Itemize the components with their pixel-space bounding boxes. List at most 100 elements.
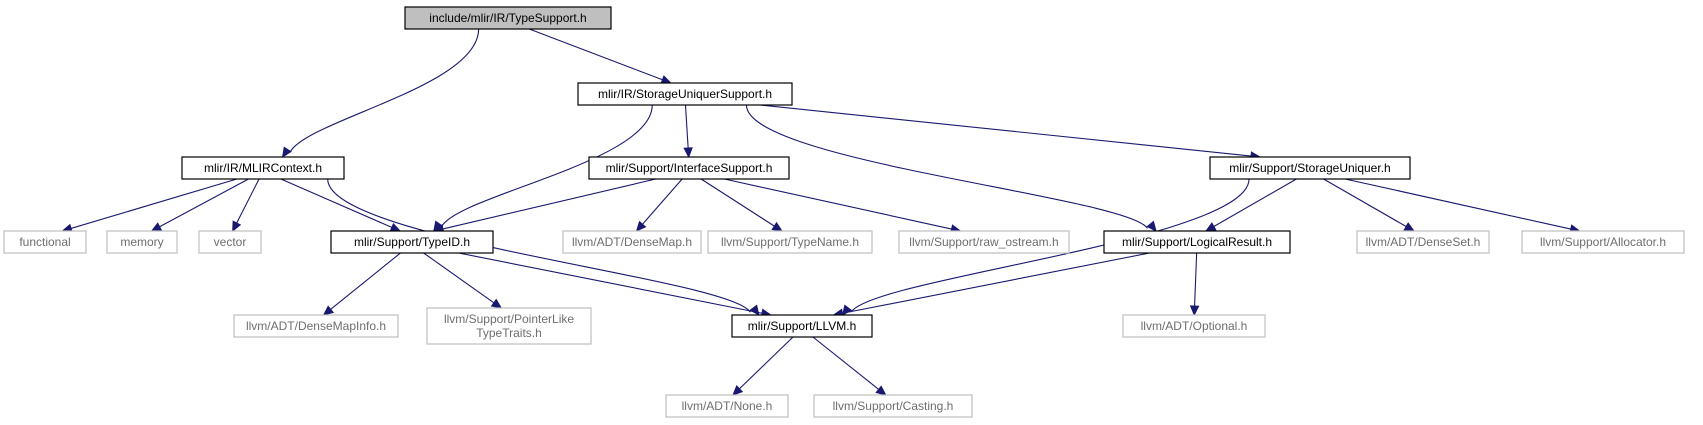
- node-llvm[interactable]: mlir/Support/LLVM.h: [731, 314, 873, 338]
- edge-interfacesupport-to-typename: [700, 178, 783, 232]
- node-label: llvm/ADT/DenseSet.h: [1366, 235, 1481, 249]
- node-label: functional: [19, 235, 70, 249]
- arrowhead-icon: [1146, 220, 1157, 232]
- edge-line: [442, 178, 656, 230]
- node-label: llvm/ADT/DenseMapInfo.h: [246, 319, 386, 333]
- node-typeid[interactable]: mlir/Support/TypeID.h: [330, 230, 494, 254]
- edge-line: [842, 252, 1150, 314]
- edge-line: [812, 336, 880, 390]
- edge-line: [1345, 178, 1571, 230]
- node-optional: llvm/ADT/Optional.h: [1122, 314, 1266, 338]
- arrowhead-icon: [490, 298, 503, 309]
- edge-storageuniquer-to-logicalresult: [1204, 178, 1297, 232]
- header-nodes: include/mlir/IR/TypeSupport.h mlir/IR/Sto…: [3, 6, 1685, 418]
- node-label: mlir/IR/StorageUniquerSupport.h: [598, 87, 772, 101]
- node-label: mlir/Support/InterfaceSupport.h: [606, 161, 773, 175]
- arrowhead-icon: [1204, 222, 1217, 232]
- edge-line: [289, 28, 480, 153]
- edge-logicalresult-to-llvm: [832, 252, 1150, 318]
- edge-line: [70, 178, 237, 229]
- node-memory: memory: [106, 230, 178, 254]
- arrowhead-icon: [281, 146, 292, 159]
- node-label: vector: [214, 235, 247, 249]
- arrowhead-icon: [1403, 222, 1416, 232]
- node-allocator: llvm/Support/Allocator.h: [1521, 230, 1685, 254]
- node-box: [898, 230, 1070, 254]
- node-box: [731, 314, 873, 338]
- node-label: llvm/ADT/DenseMap.h: [572, 235, 692, 249]
- node-label: memory: [120, 235, 163, 249]
- node-typename: llvm/Support/TypeName.h: [707, 230, 873, 254]
- node-label: mlir/Support/StorageUniquer.h: [1229, 161, 1390, 175]
- arrowhead-icon: [635, 220, 647, 232]
- node-logicalresult[interactable]: mlir/Support/LogicalResult.h: [1103, 230, 1291, 254]
- edge-line: [1194, 252, 1198, 307]
- node-box: [1103, 230, 1291, 254]
- node-box: [1356, 230, 1490, 254]
- node-denseset: llvm/ADT/DenseSet.h: [1356, 230, 1490, 254]
- node-storageuniquer[interactable]: mlir/Support/StorageUniquer.h: [1209, 156, 1411, 180]
- node-box: [562, 230, 702, 254]
- node-label: llvm/Support/raw_ostream.h: [909, 235, 1058, 249]
- node-box: [588, 156, 790, 180]
- node-interfacesupport[interactable]: mlir/Support/InterfaceSupport.h: [588, 156, 790, 180]
- node-densemap: llvm/ADT/DenseMap.h: [562, 230, 702, 254]
- arrowhead-icon: [1189, 305, 1200, 317]
- edge-mlircontext-to-functional: [61, 178, 237, 233]
- arrowhead-icon: [232, 220, 242, 233]
- node-box: [1122, 314, 1266, 338]
- node-box: [707, 230, 873, 254]
- edge-storageuniquer-to-denseset: [1323, 178, 1416, 232]
- node-box: [426, 307, 592, 345]
- arrowhead-icon: [683, 147, 693, 159]
- edge-typeid-to-pointerliketypetraits: [423, 252, 503, 309]
- node-box: [813, 394, 973, 418]
- edge-line: [327, 178, 751, 313]
- node-mlircontext[interactable]: mlir/IR/MLIRContext.h: [181, 156, 345, 180]
- edge-line: [684, 104, 689, 149]
- node-label: llvm/ADT/Optional.h: [1141, 319, 1248, 333]
- edge-llvm-to-none: [732, 336, 794, 396]
- edge-line: [724, 178, 952, 230]
- edge-line: [745, 104, 1148, 229]
- arrowhead-icon: [389, 222, 402, 232]
- node-box: [665, 394, 789, 418]
- arrowhead-icon: [875, 385, 887, 396]
- arrowhead-icon: [150, 222, 163, 232]
- node-box: [181, 156, 345, 180]
- node-box: [3, 230, 87, 254]
- edge-llvm-to-casting: [812, 336, 887, 396]
- node-box: [198, 230, 262, 254]
- node-densemapinfo: llvm/ADT/DenseMapInfo.h: [233, 314, 399, 338]
- node-box: [1209, 156, 1411, 180]
- arrowhead-icon: [841, 304, 853, 316]
- node-box: [106, 230, 178, 254]
- node-label: TypeTraits.h: [476, 326, 542, 340]
- dependency-edges: [61, 28, 1581, 396]
- edge-mlircontext-to-vector: [232, 178, 260, 233]
- edge-line: [739, 336, 794, 390]
- edge-line: [330, 252, 401, 310]
- edge-storageuniquersupport-to-interfacesupport: [683, 104, 693, 159]
- edge-interfacesupport-to-densemap: [635, 178, 683, 232]
- node-label: mlir/Support/LLVM.h: [748, 319, 857, 333]
- edge-line: [529, 28, 663, 81]
- edge-line: [1213, 178, 1297, 227]
- edge-line: [759, 104, 1252, 157]
- node-label: mlir/IR/MLIRContext.h: [204, 161, 322, 175]
- arrowhead-icon: [771, 221, 783, 232]
- edge-line: [441, 104, 653, 227]
- edge-line: [159, 178, 249, 228]
- edge-line: [850, 178, 1250, 313]
- node-casting: llvm/Support/Casting.h: [813, 394, 973, 418]
- node-storageuniquersupport[interactable]: mlir/IR/StorageUniquerSupport.h: [577, 82, 793, 106]
- edge-mlircontext-to-typeid: [280, 178, 402, 232]
- edge-line: [280, 178, 393, 228]
- node-typesupport[interactable]: include/mlir/IR/TypeSupport.h: [404, 6, 612, 30]
- edge-line: [642, 178, 683, 225]
- edge-line: [458, 252, 763, 314]
- node-none: llvm/ADT/None.h: [665, 394, 789, 418]
- node-box: [1521, 230, 1685, 254]
- node-label: mlir/Support/TypeID.h: [354, 235, 470, 249]
